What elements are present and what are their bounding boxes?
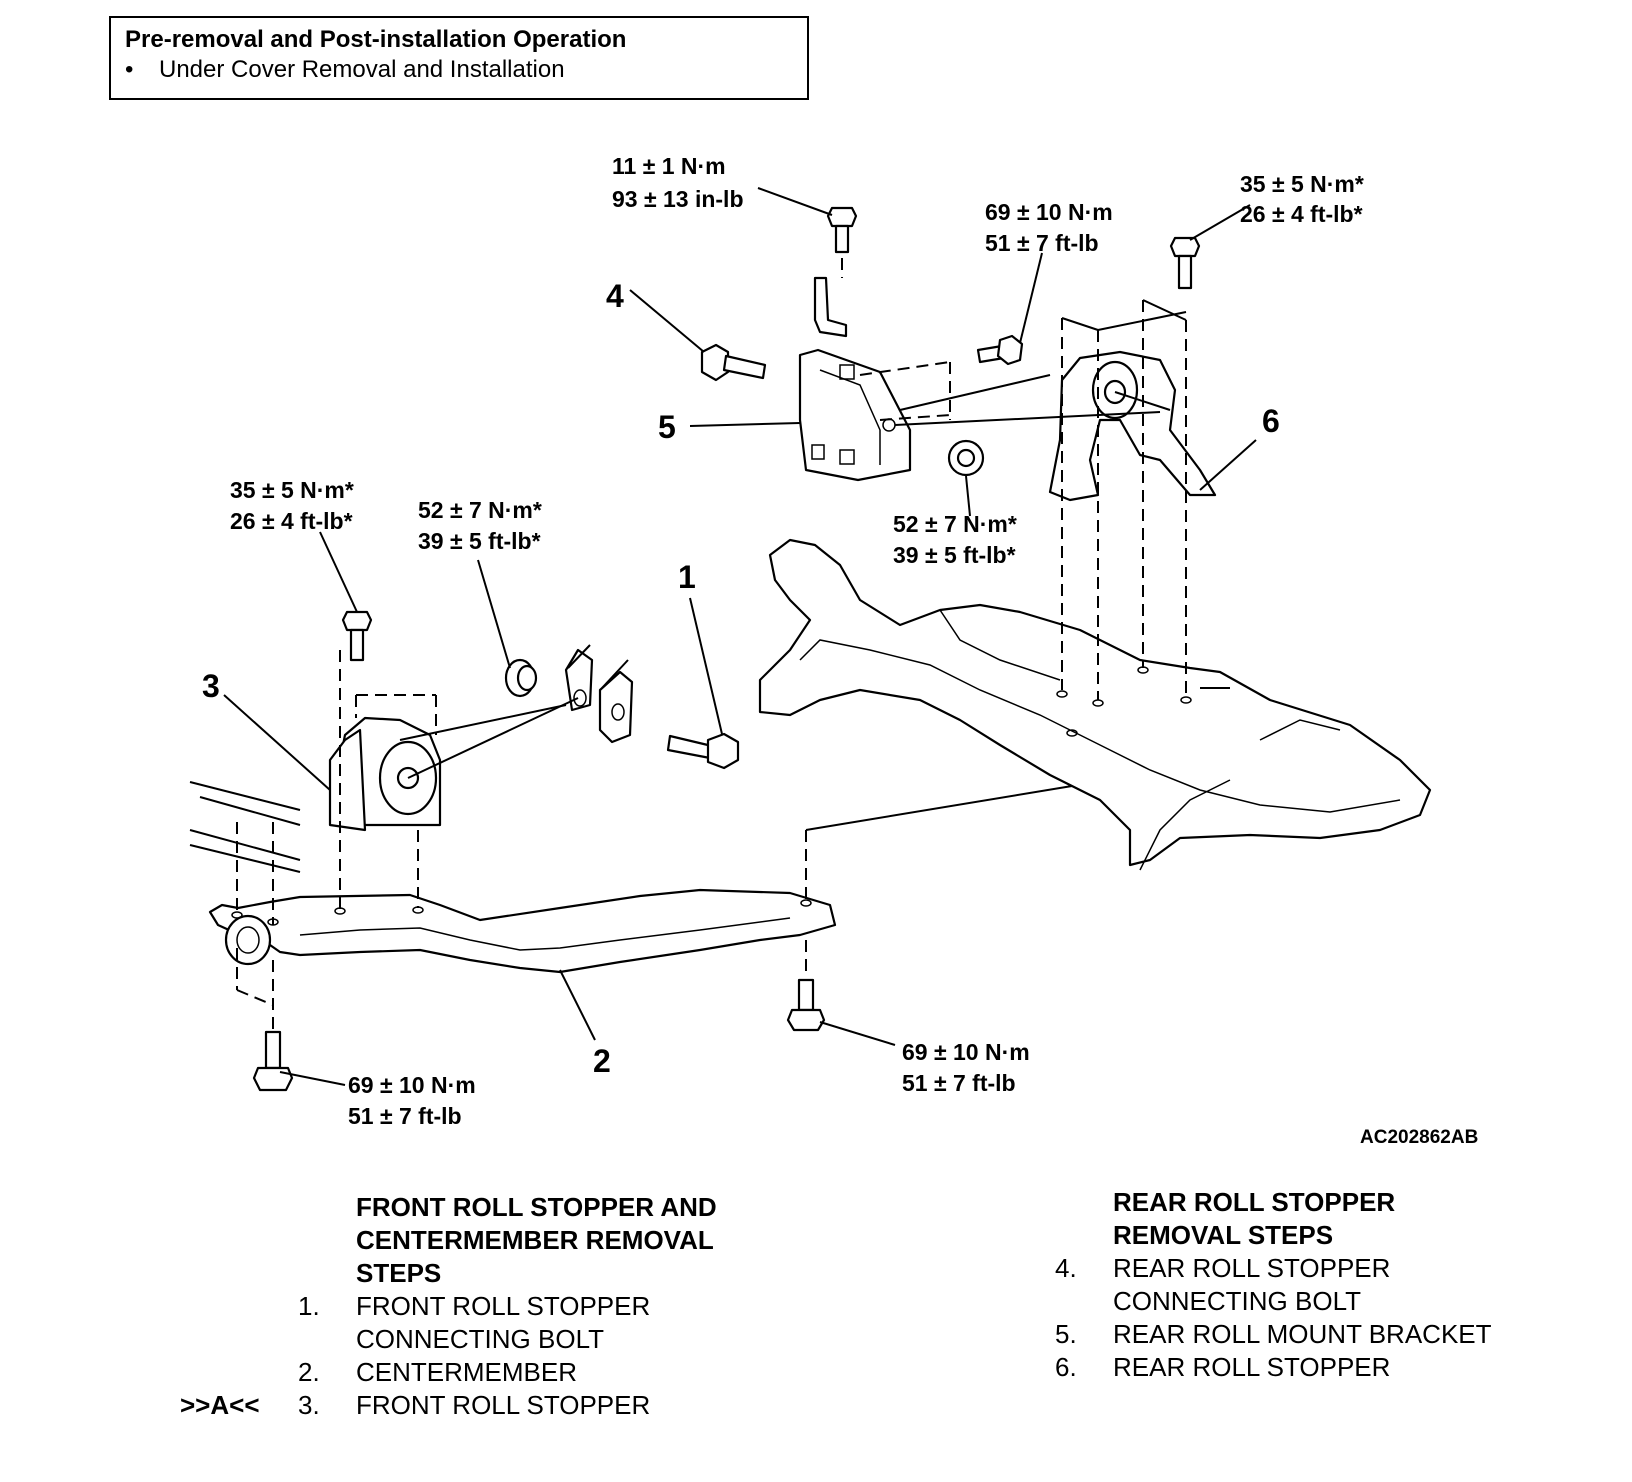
rear-step-4: 4. REAR ROLL STOPPER CONNECTING BOLT	[1055, 1252, 1492, 1318]
callout-5: 5	[658, 409, 676, 445]
step-number: 5.	[1055, 1319, 1077, 1349]
front-nut-drawing	[504, 658, 538, 698]
service-point-mark: >>A<<	[180, 1390, 260, 1420]
step-text: REAR ROLL MOUNT BRACKET	[1113, 1319, 1492, 1349]
step-text: FRONT ROLL STOPPER	[356, 1390, 651, 1420]
exploded-view-diagram: 11 ± 1 N·m 93 ± 13 in-lb 69 ± 10 N·m 51 …	[189, 153, 1478, 1148]
step-text: CONNECTING BOLT	[1113, 1286, 1361, 1316]
torque-rear-top: 35 ± 5 N·m* 26 ± 4 ft-lb*	[1240, 171, 1364, 227]
torque-line: 39 ± 5 ft-lb*	[893, 542, 1016, 568]
front-steps-list: FRONT ROLL STOPPER AND CENTERMEMBER REMO…	[180, 1191, 717, 1422]
step-number: 1.	[298, 1291, 320, 1321]
front-steps-heading-2: CENTERMEMBER REMOVAL	[356, 1225, 714, 1255]
torque-line: 51 ± 7 ft-lb	[902, 1070, 1016, 1096]
centermember-bolt-right-drawing	[786, 978, 826, 1032]
torque-line: 52 ± 7 N·m*	[893, 511, 1017, 537]
torque-line: 93 ± 13 in-lb	[612, 186, 744, 212]
step-number: 3.	[298, 1390, 320, 1420]
step-number: 6.	[1055, 1352, 1077, 1382]
torque-front-top: 35 ± 5 N·m* 26 ± 4 ft-lb*	[230, 477, 354, 534]
rear-top-bolt-drawing	[1169, 236, 1201, 290]
subframe-drawing	[758, 538, 1432, 871]
step-text: REAR ROLL STOPPER	[1113, 1352, 1391, 1382]
torque-bracket-nut: 52 ± 7 N·m* 39 ± 5 ft-lb*	[893, 511, 1017, 568]
rear-step-6: 6. REAR ROLL STOPPER	[1055, 1351, 1492, 1384]
step-number: 4.	[1055, 1253, 1077, 1283]
callout-6: 6	[1262, 403, 1280, 439]
centermember-drawing	[208, 888, 837, 974]
torque-top-bolt: 11 ± 1 N·m 93 ± 13 in-lb	[612, 153, 744, 212]
rear-connecting-bolt-drawing	[700, 343, 767, 382]
step-number: 2.	[298, 1357, 320, 1387]
callout-2: 2	[593, 1043, 611, 1079]
torque-line: 69 ± 10 N·m	[902, 1039, 1030, 1065]
bullet-icon: •	[125, 56, 134, 83]
torque-line: 35 ± 5 N·m*	[1240, 171, 1364, 197]
front-step-3: >>A<< 3. FRONT ROLL STOPPER	[180, 1389, 717, 1422]
pre-operation-item-text: Under Cover Removal and Installation	[159, 56, 565, 83]
pre-operation-box: Pre-removal and Post-installation Operat…	[109, 16, 809, 100]
torque-line: 51 ± 7 ft-lb	[985, 230, 1099, 256]
front-connecting-bolt-drawing	[666, 732, 740, 770]
bracket-side-bolt-drawing	[976, 334, 1024, 366]
rear-roll-mount-bracket-drawing	[798, 276, 912, 482]
rear-step-5: 5. REAR ROLL MOUNT BRACKET	[1055, 1318, 1492, 1351]
torque-line: 51 ± 7 ft-lb	[348, 1103, 462, 1129]
torque-line: 11 ± 1 N·m	[612, 153, 726, 179]
pre-operation-title: Pre-removal and Post-installation Operat…	[125, 26, 627, 53]
leader-lines	[223, 187, 1257, 1086]
front-steps-heading-3: STEPS	[356, 1258, 442, 1288]
bracket-upper-bolt-drawing	[826, 206, 858, 254]
callout-4: 4	[606, 278, 624, 314]
front-top-bolt-drawing	[341, 610, 373, 662]
torque-line: 69 ± 10 N·m	[348, 1072, 476, 1098]
torque-center-left: 69 ± 10 N·m 51 ± 7 ft-lb	[348, 1072, 476, 1129]
callout-1: 1	[678, 559, 696, 595]
rear-steps-heading-2: REMOVAL STEPS	[1113, 1220, 1334, 1250]
front-roll-stopper-drawing	[328, 694, 442, 832]
step-text: REAR ROLL STOPPER	[1113, 1253, 1391, 1283]
bracket-nut-drawing	[947, 439, 985, 477]
torque-bracket-bolt: 69 ± 10 N·m 51 ± 7 ft-lb	[985, 199, 1113, 256]
rear-steps-list: REAR ROLL STOPPER REMOVAL STEPS 4. REAR …	[1055, 1186, 1492, 1384]
step-text: FRONT ROLL STOPPER	[356, 1291, 651, 1321]
rear-roll-stopper-drawing	[1048, 299, 1217, 700]
torque-line: 26 ± 4 ft-lb*	[1240, 201, 1363, 227]
centermember-bolt-left-drawing	[252, 1030, 294, 1092]
front-step-1: 1. FRONT ROLL STOPPER CONNECTING BOLT	[298, 1290, 717, 1356]
pre-operation-item: • Under Cover Removal and Installation	[125, 56, 565, 84]
step-text: CENTERMEMBER	[356, 1357, 578, 1387]
torque-line: 39 ± 5 ft-lb*	[418, 528, 541, 554]
frame-rail-drawing	[189, 781, 301, 873]
torque-line: 52 ± 7 N·m*	[418, 497, 542, 523]
torque-center-right: 69 ± 10 N·m 51 ± 7 ft-lb	[902, 1039, 1030, 1096]
torque-line: 26 ± 4 ft-lb*	[230, 508, 353, 534]
torque-front-nut: 52 ± 7 N·m* 39 ± 5 ft-lb*	[418, 497, 542, 554]
rear-assembly-lines	[841, 258, 1171, 426]
rear-steps-heading-1: REAR ROLL STOPPER	[1113, 1187, 1396, 1217]
front-step-2: 2. CENTERMEMBER	[298, 1356, 717, 1389]
front-steps-heading-1: FRONT ROLL STOPPER AND	[356, 1192, 717, 1222]
callout-3: 3	[202, 668, 220, 704]
figure-id: AC202862AB	[1360, 1127, 1478, 1148]
step-text: CONNECTING BOLT	[356, 1324, 604, 1354]
front-bracket-drawing	[564, 644, 634, 744]
torque-line: 35 ± 5 N·m*	[230, 477, 354, 503]
torque-line: 69 ± 10 N·m	[985, 199, 1113, 225]
